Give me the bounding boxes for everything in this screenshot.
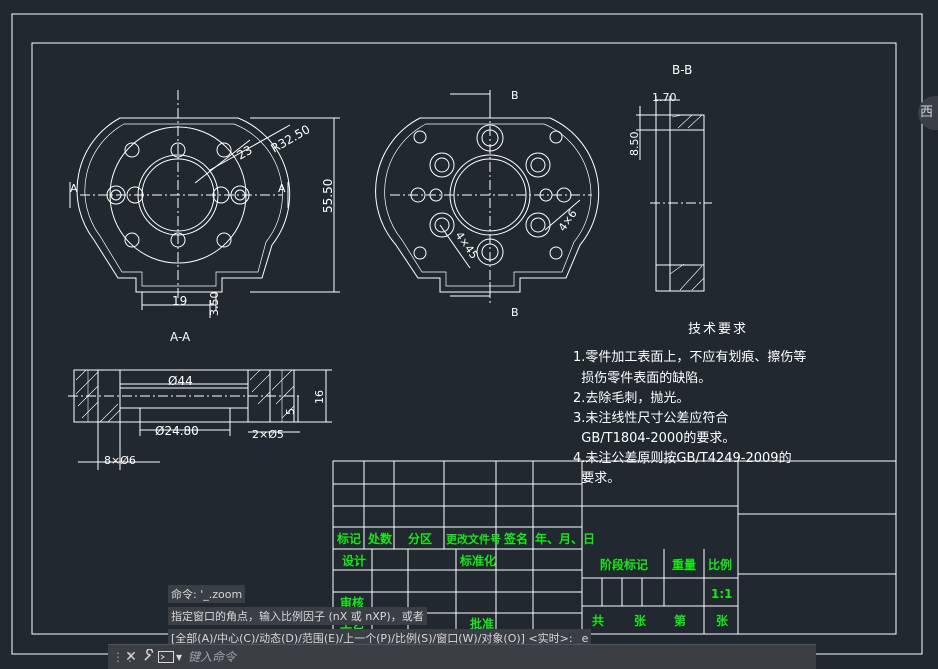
tb-gong: 共 (592, 613, 604, 628)
tb-qianming: 签名 (503, 531, 528, 546)
tb-sheji: 设计 (342, 553, 366, 568)
section-aa (68, 369, 332, 470)
tech-req-line-5: GB/T1804-2000的要求。 (573, 430, 735, 446)
tech-req-line-2: 损伤零件表面的缺陷。 (573, 370, 711, 386)
side-panel-tab-label: 西 (920, 105, 934, 120)
dim-2x5: 2×Ø5 (252, 428, 284, 441)
dim-16: 16 (313, 390, 326, 404)
dim-phi44: Ø44 (168, 374, 193, 388)
tb-bili: 比例 (708, 557, 732, 572)
tb-pizhun: 批准 (470, 616, 494, 631)
tb-chushu: 处数 (367, 531, 393, 546)
chevron-down-icon: ▼ (176, 652, 183, 662)
cut-label-b-bottom: B (511, 306, 519, 319)
command-input[interactable] (186, 646, 816, 668)
tech-req-title: 技术要求 (688, 322, 748, 337)
command-history: 命令: '_.zoom 指定窗口的角点，输入比例因子 (nX 或 nXP)，或者… (168, 585, 592, 651)
tb-biaoji: 标记 (336, 531, 361, 546)
tech-req-line-6: 4.未注公差原则按GB/T4249-2009的 (573, 450, 792, 466)
tech-req-line-3: 2.去除毛刺，抛光。 (573, 391, 689, 406)
tb-zhang1: 张 (634, 613, 647, 628)
command-prompt-icon[interactable]: ▼ (158, 651, 186, 663)
tb-biaozhunhua: 标准化 (459, 553, 496, 568)
dim-r32-50: R32.50 (269, 122, 313, 155)
tb-shenhe: 审核 (340, 595, 364, 610)
dim-55-50: 55.50 (321, 179, 335, 213)
tech-req-line-4: 3.未注线性尺寸公差应符合 (573, 410, 728, 426)
tb-zhang2: 张 (716, 613, 729, 628)
drag-grip-icon[interactable]: ⋮⋮ (112, 650, 136, 664)
tb-date: 年、月、日 (535, 531, 595, 546)
side-panel-tab[interactable]: 西 (918, 96, 938, 130)
dim-4x6: 4×6 (556, 207, 580, 233)
section-bb (636, 96, 712, 292)
cut-label-a-left: A (70, 182, 78, 195)
dim-19: 19 (172, 294, 187, 308)
section-label-aa: A-A (170, 330, 191, 344)
tech-req-line-7: 要求。 (573, 471, 620, 486)
tb-scale: 1:1 (711, 587, 733, 601)
cut-label-a-right: A (278, 182, 286, 195)
dim-4x45: 4×45 (453, 229, 481, 261)
tech-req-list: 1.零件加工表面上，不应有划痕、擦伤等 损伤零件表面的缺陷。 2.去除毛刺，抛光… (573, 349, 806, 486)
command-bar: ⋮⋮ ✕ ▼ (108, 644, 816, 669)
dim-23: 23 (235, 143, 255, 163)
tb-zhongliang: 重量 (672, 557, 696, 572)
tb-gaiwen: 更改文件号 (446, 532, 501, 546)
wrench-icon[interactable] (140, 647, 158, 666)
wrench-icon-svg (143, 647, 153, 661)
dim-3-50: 3.50 (208, 292, 221, 317)
dim-phi24-80: Ø24.80 (155, 424, 199, 438)
dim-5: 5 (284, 408, 297, 415)
front-view-right (375, 90, 600, 305)
command-history-line-2: 指定窗口的角点，输入比例因子 (nX 或 nXP)，或者 (168, 607, 427, 625)
dim-8-50: 8.50 (628, 132, 641, 157)
command-history-line-3: [全部(A)/中心(C)/动态(D)/范围(E)/上一个(P)/比例(S)/窗口… (168, 629, 592, 647)
tb-di: 第 (674, 613, 686, 628)
tech-req-line-1: 1.零件加工表面上，不应有划痕、擦伤等 (573, 349, 806, 365)
dim-1-70: 1.70 (652, 91, 677, 104)
close-icon[interactable]: ✕ (125, 649, 137, 665)
tb-fenqu: 分区 (408, 531, 432, 546)
section-label-bb: B-B (672, 63, 692, 77)
title-block (332, 460, 897, 635)
front-view-left (69, 90, 340, 318)
command-history-line-1: 命令: '_.zoom (168, 585, 246, 603)
prompt-icon-svg (158, 651, 174, 663)
cut-label-b-top: B (511, 89, 519, 102)
tb-jieduan: 阶段标记 (600, 557, 648, 572)
dim-8x6: 8×Ø6 (104, 454, 136, 467)
